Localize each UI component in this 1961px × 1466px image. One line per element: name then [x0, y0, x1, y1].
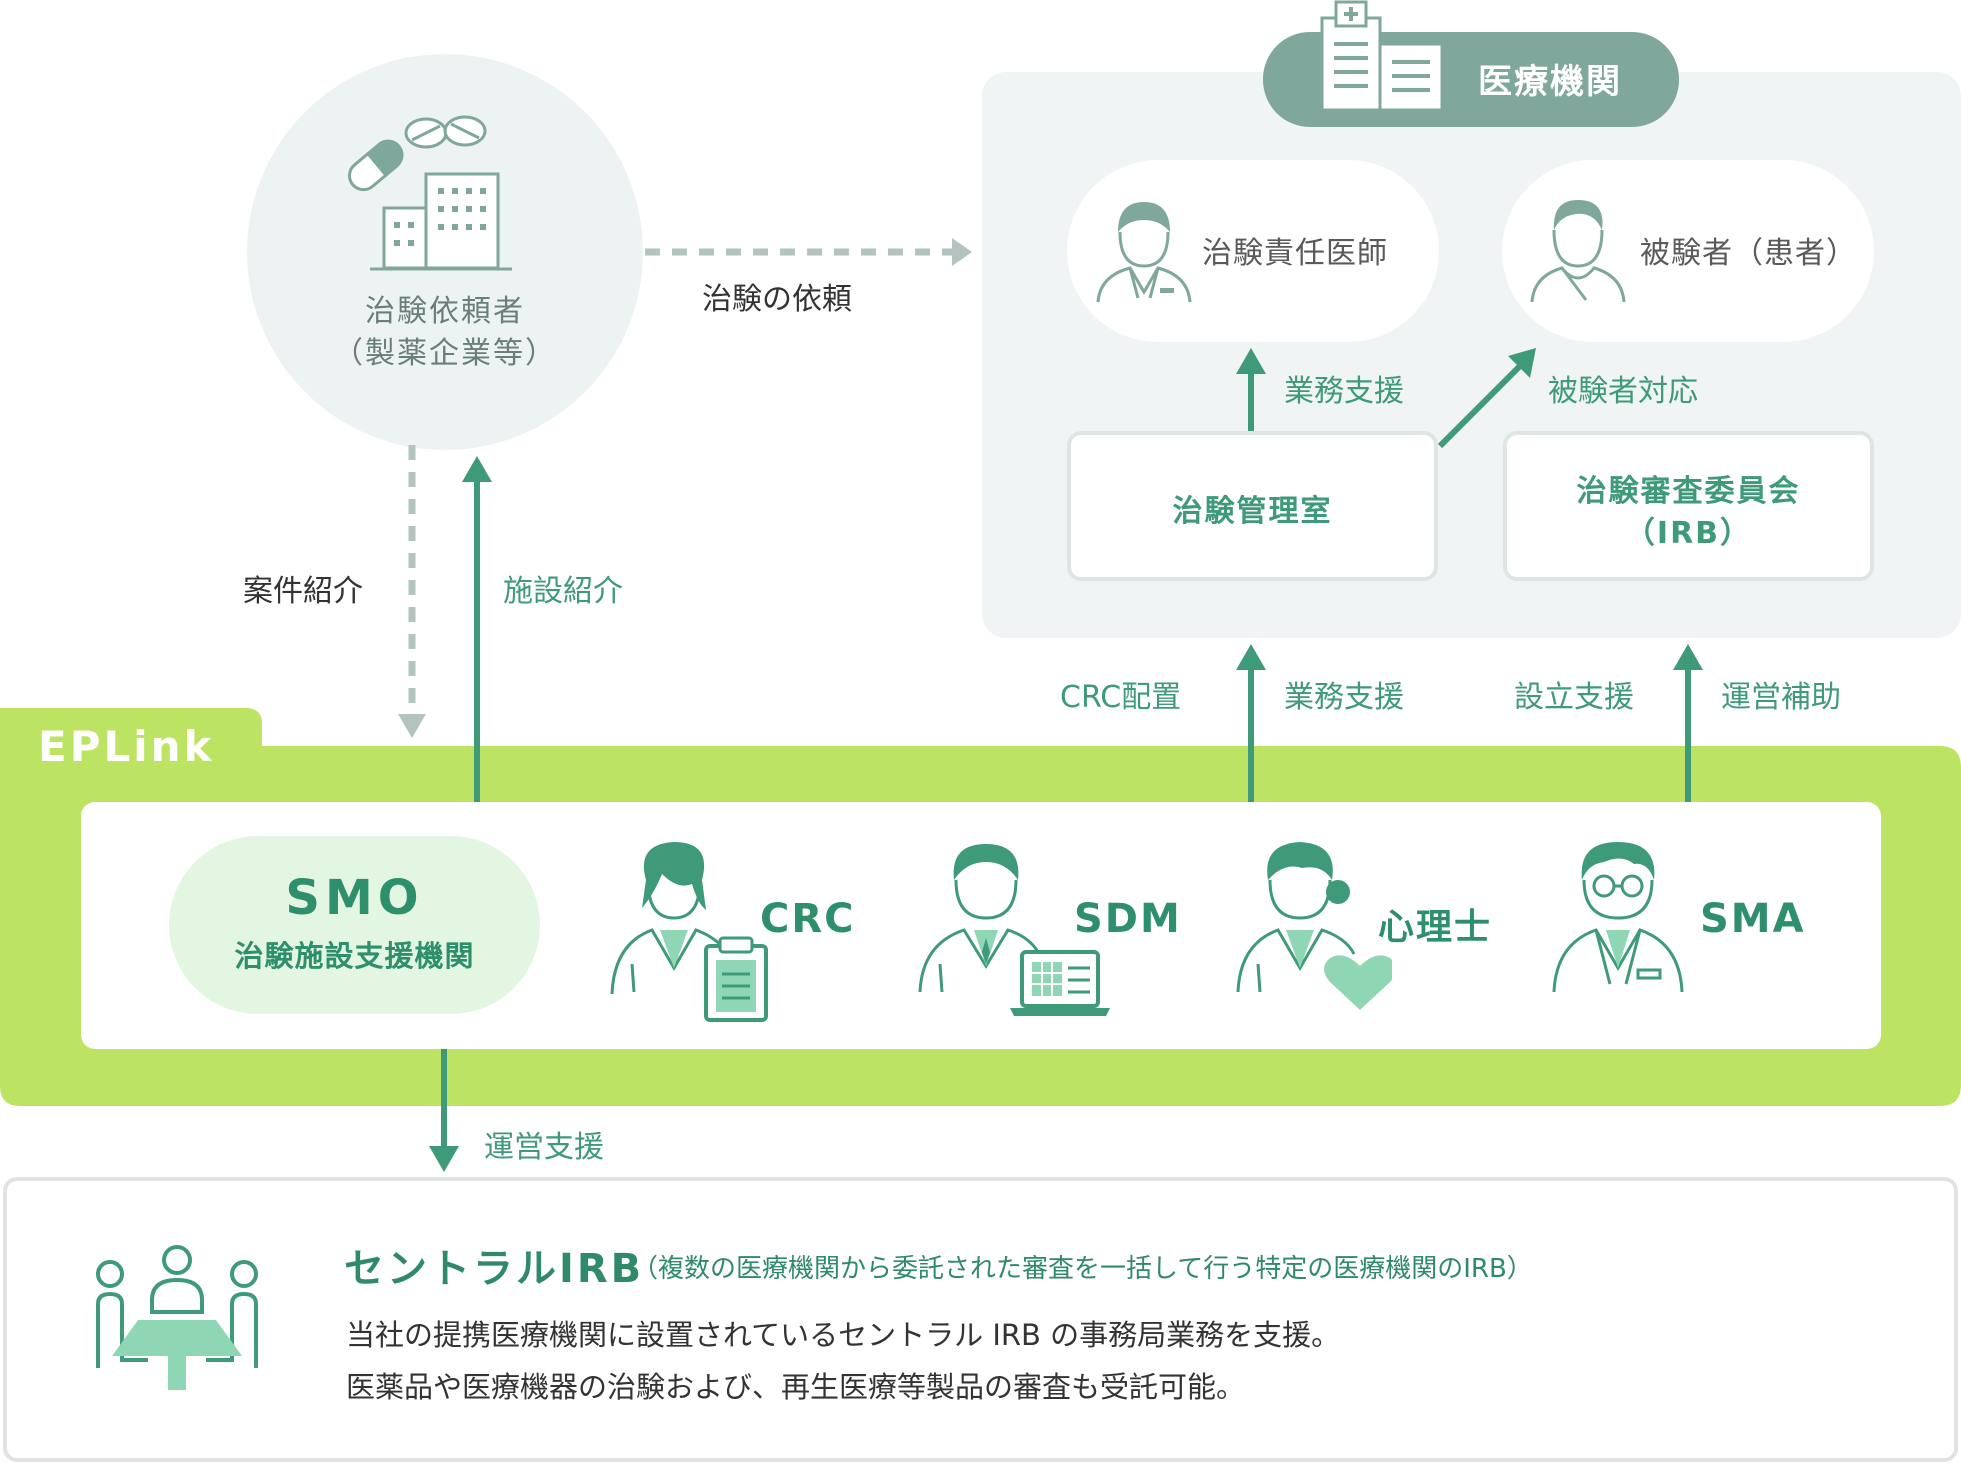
subject-support-label: 被験者対応	[1548, 374, 1698, 409]
subject-patient-icon	[1530, 200, 1626, 303]
role-label-psychologist: 心理士	[1378, 907, 1493, 948]
role-label-sma: SMA	[1700, 896, 1806, 942]
central-irb-desc-line1: 当社の提携医療機関に設置されているセントラル IRB の事務局業務を支援。	[346, 1318, 1341, 1352]
smo-pill	[169, 836, 540, 1014]
central-irb-desc-line2: 医薬品や医療機器の治験および、再生医療等製品の審査も受託可能。	[346, 1370, 1246, 1404]
facility-intro-label: 施設紹介	[503, 574, 623, 609]
biz-support-upper-label: 業務支援	[1284, 374, 1404, 409]
subject-label: 被験者（患者）	[1640, 236, 1857, 271]
eplink-inner-card	[81, 802, 1881, 1049]
investigator-doctor-icon	[1096, 202, 1192, 303]
sponsor-label-line2: （製薬企業等）	[333, 336, 557, 371]
role-label-sdm: SDM	[1074, 896, 1182, 942]
biz-support-lower-label: 業務支援	[1284, 680, 1404, 715]
operation-support-label: 運営支援	[484, 1130, 604, 1165]
hospital-title: 医療機関	[1478, 61, 1622, 102]
office-box	[1067, 431, 1438, 581]
office-label: 治験管理室	[1172, 494, 1333, 529]
central-irb-box	[3, 1177, 1958, 1462]
smo-title: SMO	[285, 870, 424, 926]
operation-assist-label: 運営補助	[1721, 680, 1841, 715]
investigator-pill	[1067, 160, 1439, 342]
request-label: 治験の依頼	[702, 282, 852, 317]
central-irb-note: （複数の医療機関から委託された審査を一括して行う特定の医療機関のIRB）	[632, 1254, 1533, 1284]
irb-box	[1503, 431, 1874, 581]
case-intro-label: 案件紹介	[243, 574, 363, 609]
psychologist-heart-icon	[1236, 842, 1392, 1010]
investigator-label: 治験責任医師	[1202, 236, 1388, 271]
sma-glasses-icon	[1552, 842, 1684, 993]
irb-label-line1: 治験審査委員会	[1576, 474, 1801, 509]
central-irb-title: セントラルIRB	[344, 1246, 645, 1292]
role-label-crc: CRC	[760, 896, 856, 942]
sponsor-label-line1: 治験依頼者	[365, 294, 525, 329]
sdm-laptop-icon	[918, 844, 1110, 1016]
crc-clipboard-icon	[610, 842, 768, 1022]
irb-label-line2: （IRB）	[1624, 516, 1753, 551]
crc-placement-label: CRC配置	[1060, 680, 1182, 715]
smo-subtitle: 治験施設支援機関	[234, 939, 475, 973]
office-to-subject-arrow	[1437, 363, 1523, 449]
eplink-tab-label: EPLink	[38, 722, 215, 771]
pharma-building-icon	[348, 115, 512, 271]
meeting-table-icon	[96, 1245, 258, 1390]
hospital-building-icon	[1320, 0, 1444, 112]
setup-support-label: 設立支援	[1514, 680, 1634, 715]
